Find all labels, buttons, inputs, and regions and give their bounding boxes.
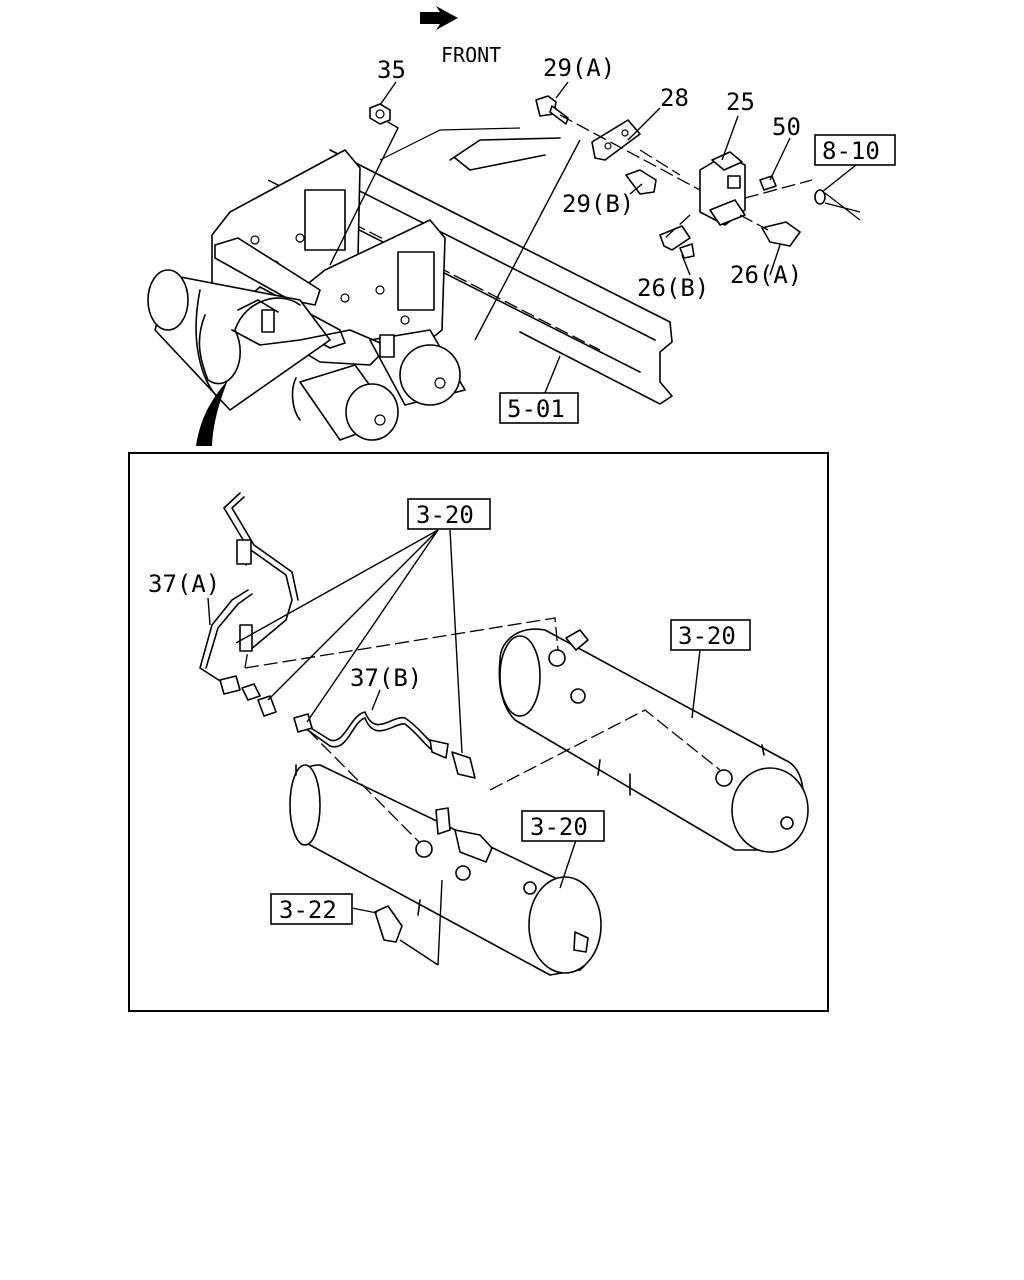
elbow-26a xyxy=(761,221,801,247)
ref-box-3-20-right: 3-20 xyxy=(670,619,751,651)
ref-box-5-01: 5-01 xyxy=(499,392,579,424)
drain-valve-3-22 xyxy=(374,905,403,943)
ref-3-22: 3-22 xyxy=(279,896,337,924)
detail-leader-lines xyxy=(207,529,721,966)
upper-piping xyxy=(198,297,395,421)
ref-3-20-bottom: 3-20 xyxy=(530,813,588,841)
bolt-29a xyxy=(535,95,569,125)
ref-3-20-right: 3-20 xyxy=(678,622,736,650)
ref-box-3-20-top: 3-20 xyxy=(407,498,491,530)
pipe-37a xyxy=(199,492,299,695)
bracket-28 xyxy=(591,119,641,161)
callout-26b: 26(B) xyxy=(637,274,709,302)
ref-box-8-10: 8-10 xyxy=(814,134,896,166)
detail-tank-left xyxy=(289,764,602,976)
callout-35: 35 xyxy=(377,56,406,84)
callout-25: 25 xyxy=(726,88,755,116)
callout-29b: 29(B) xyxy=(562,190,634,218)
detail-arrow-icon xyxy=(196,380,228,446)
nut-35 xyxy=(369,103,391,125)
plug-50 xyxy=(759,175,777,191)
detail-tank-right xyxy=(498,628,809,853)
fittings-small xyxy=(241,683,277,717)
callout-28: 28 xyxy=(660,84,689,112)
callout-29a: 29(A) xyxy=(543,54,615,82)
ref-8-10: 8-10 xyxy=(822,137,880,165)
callout-26a: 26(A) xyxy=(730,261,802,289)
callout-37a: 37(A) xyxy=(148,570,220,598)
detail-frame xyxy=(128,452,829,1012)
ref-5-01: 5-01 xyxy=(507,395,565,423)
pipe-37b xyxy=(293,711,476,779)
ref-box-3-22: 3-22 xyxy=(270,893,353,925)
valve-25 xyxy=(699,151,746,226)
front-arrow-icon xyxy=(420,6,458,30)
ref-3-20-top: 3-20 xyxy=(416,501,474,529)
bolt-29b xyxy=(625,169,657,195)
front-label: FRONT xyxy=(441,43,501,67)
callout-37b: 37(B) xyxy=(350,664,422,692)
callout-50: 50 xyxy=(772,113,801,141)
upper-tank-mid xyxy=(299,364,399,441)
ref-box-3-20-bottom: 3-20 xyxy=(521,810,605,842)
hose-end-8-10 xyxy=(814,189,861,221)
upper-tank-left xyxy=(147,269,331,411)
fitting-26b xyxy=(659,225,695,259)
